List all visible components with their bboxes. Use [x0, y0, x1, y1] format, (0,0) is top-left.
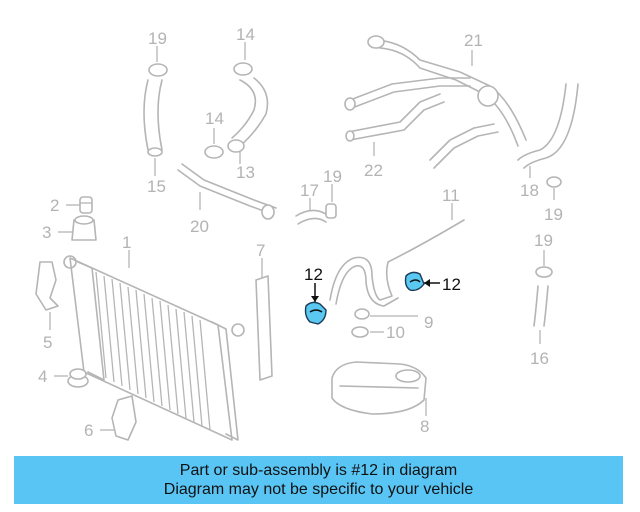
parts-diagram: 1 2 3 5 4 6 7 8 — [35, 25, 579, 441]
coolant-hose-11 — [329, 219, 465, 307]
callout-1: 1 — [122, 233, 131, 252]
callout-19-b: 19 — [323, 167, 342, 186]
callout-18: 18 — [520, 181, 539, 200]
callout-15: 15 — [147, 177, 166, 196]
callout-4: 4 — [38, 367, 47, 386]
arrowhead-12-right — [424, 279, 430, 287]
callout-11: 11 — [442, 186, 460, 205]
callout-14-a: 14 — [236, 25, 255, 44]
banner-line-2: Diagram may not be specific to your vehi… — [163, 481, 474, 498]
callout-20: 20 — [190, 217, 209, 236]
side-bracket — [35, 261, 59, 311]
drain-plug — [79, 196, 93, 214]
lower-mount — [67, 368, 89, 388]
callout-7: 7 — [256, 241, 265, 260]
grommets — [351, 308, 370, 338]
callout-12-left: 12 — [304, 265, 323, 284]
callout-21: 21 — [464, 31, 483, 50]
callout-17: 17 — [300, 181, 319, 200]
callout-19-c: 19 — [544, 205, 563, 224]
callout-10: 10 — [386, 323, 405, 342]
lower-bracket — [111, 395, 137, 441]
upper-mount — [71, 215, 97, 241]
clamp-12-right[interactable] — [404, 271, 425, 292]
callout-22: 22 — [364, 161, 383, 180]
callout-5: 5 — [43, 333, 52, 352]
expansion-tank — [331, 361, 427, 415]
radiator — [63, 255, 245, 441]
coolant-pipe-20 — [177, 163, 277, 220]
arrowhead-12-left — [311, 296, 319, 302]
callout-12-right: 12 — [442, 275, 461, 294]
coolant-hose-15 — [143, 63, 168, 157]
callout-9: 9 — [424, 313, 433, 332]
coolant-hose-16 — [533, 266, 553, 327]
callout-13: 13 — [236, 163, 255, 182]
info-banner: Part or sub-assembly is #12 in diagram D… — [14, 456, 623, 504]
coolant-hose-17 — [295, 203, 337, 225]
coolant-pipe-assembly-21 — [344, 35, 527, 147]
callout-19-d: 19 — [534, 231, 553, 250]
callout-3: 3 — [42, 223, 51, 242]
callout-19-a: 19 — [148, 29, 167, 48]
coolant-hose-18 — [517, 83, 579, 188]
callout-14-b: 14 — [205, 109, 224, 128]
callout-8: 8 — [420, 417, 429, 436]
clamp-12-left[interactable] — [304, 301, 327, 325]
callout-2: 2 — [50, 196, 59, 215]
coolant-pipe-22 — [345, 93, 499, 169]
callout-6: 6 — [84, 421, 93, 440]
callout-16: 16 — [530, 349, 549, 368]
seal-strip — [255, 275, 273, 381]
banner-line-1: Part or sub-assembly is #12 in diagram — [179, 462, 458, 479]
coolant-hose-13 — [204, 62, 269, 159]
